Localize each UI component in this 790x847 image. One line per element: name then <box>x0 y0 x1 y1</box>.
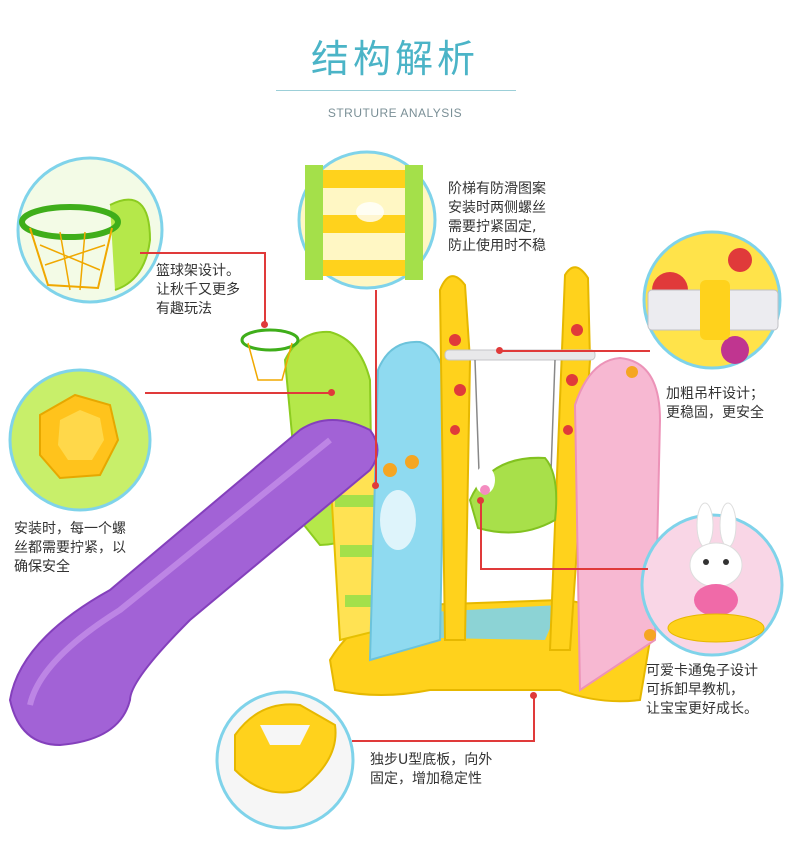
pointer-base-h <box>352 740 534 742</box>
pointer-dot-basketball <box>261 321 268 328</box>
caption-screw: 安装时，每一个螺 丝都需要拧紧，以 确保安全 <box>14 521 126 575</box>
caption-basketball: 篮球架设计。 让秋千又更多 有趣玩法 <box>156 263 240 317</box>
caption-rabbit: 可爱卡通兔子设计 可拆卸早教机， 让宝宝更好成长。 <box>646 663 758 717</box>
base-detail-circle <box>215 690 355 830</box>
caption-ladder: 阶梯有防滑图案 安装时两侧螺丝 需要拧紧固定, 防止使用时不稳 <box>448 181 546 254</box>
basketball-detail-circle <box>16 156 164 304</box>
pointer-rabbit-v <box>480 500 482 570</box>
pointer-dot-base <box>530 692 537 699</box>
ladder-detail-circle <box>297 150 437 290</box>
pointer-basketball-h <box>140 252 265 254</box>
caption-base: 独步U型底板，向外 固定，增加稳定性 <box>370 752 493 787</box>
caption-bar: 加粗吊杆设计； 更稳固，更安全 <box>666 386 764 421</box>
pointer-rabbit-h <box>480 568 648 570</box>
page-subtitle: STRUTURE ANALYSIS <box>327 106 463 120</box>
page-title: 结构解析 <box>310 37 479 81</box>
pink-side-panel <box>573 356 662 692</box>
pointer-ladder-h <box>375 290 377 485</box>
small-hoop <box>240 328 300 352</box>
pointer-dot-rabbit <box>477 497 484 504</box>
screw-detail-circle <box>8 368 152 512</box>
pointer-screw-h <box>145 392 330 394</box>
pointer-base-v <box>533 695 535 742</box>
slide <box>8 419 379 747</box>
rabbit-detail-circle <box>640 502 784 657</box>
pointer-bar-h <box>500 350 650 352</box>
left-giraffe-post <box>438 275 472 641</box>
pointer-dot-ladder <box>372 482 379 489</box>
pointer-dot-screw <box>328 389 335 396</box>
bar-detail-circle <box>642 230 782 370</box>
pointer-basketball-v <box>264 252 266 324</box>
pointer-dot-bar <box>496 347 503 354</box>
title-divider <box>276 90 516 91</box>
